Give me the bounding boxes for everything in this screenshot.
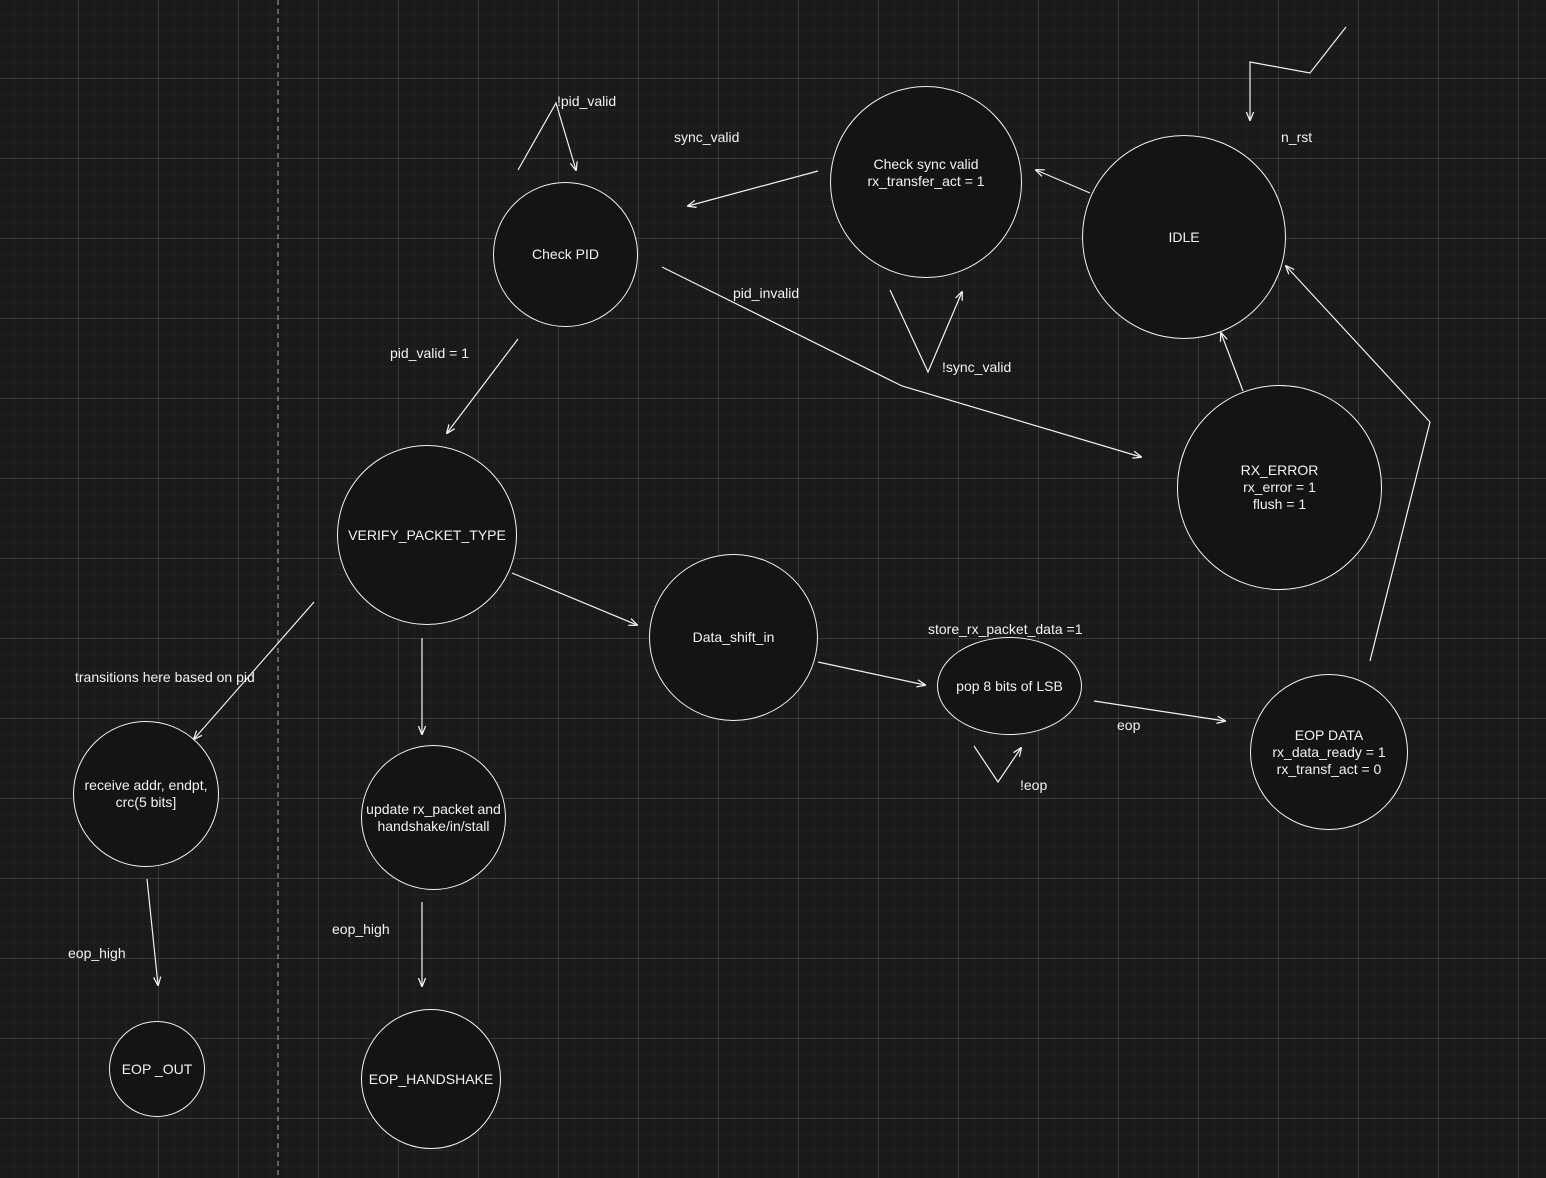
state-rx-error[interactable]: RX_ERROR rx_error = 1 flush = 1 <box>1177 385 1382 590</box>
label-not-sync-valid: !sync_valid <box>942 359 1012 375</box>
label-eop-high-mid: eop_high <box>332 921 390 937</box>
state-idle[interactable]: IDLE <box>1082 135 1286 339</box>
label-sync-valid: sync_valid <box>674 129 740 145</box>
label-not-eop: !eop <box>1020 777 1048 793</box>
label-eop-high-left: eop_high <box>68 945 126 961</box>
edge-not-sync-valid-loop <box>889 290 962 374</box>
edge-check-sync-to-check-pid <box>688 170 819 206</box>
edge-eop-data-to-idle <box>1286 266 1431 662</box>
edge-check-pid-to-verify <box>447 338 519 433</box>
label-eop: eop <box>1117 717 1141 733</box>
state-check-sync-valid[interactable]: Check sync valid rx_transfer_act = 1 <box>830 86 1022 278</box>
edge-verify-to-receive-addr <box>194 601 315 739</box>
edge-idle-to-check-sync <box>1036 170 1091 194</box>
label-transitions-note: transitions here based on pid <box>75 669 255 685</box>
edge-receive-addr-to-eop-out <box>146 878 158 985</box>
label-pid-valid: pid_valid = 1 <box>390 345 470 361</box>
label-not-pid-valid: !pid_valid <box>557 93 617 109</box>
state-receive-addr[interactable]: receive addr, endpt, crc(5 bits] <box>73 721 219 867</box>
state-pop-8-bits[interactable]: pop 8 bits of LSB <box>937 637 1082 735</box>
label-store-rx-packet-data: store_rx_packet_data =1 <box>928 621 1083 637</box>
state-update-rx-packet[interactable]: update rx_packet and handshake/in/stall <box>361 745 506 890</box>
edge-not-pid-valid-loop <box>517 101 576 170</box>
state-data-shift-in[interactable]: Data_shift_in <box>649 554 818 721</box>
edge-reset-to-idle <box>1250 26 1347 120</box>
state-eop-handshake[interactable]: EOP_HANDSHAKE <box>361 1009 501 1149</box>
state-eop-out[interactable]: EOP _OUT <box>109 1021 205 1117</box>
label-pid-invalid: pid_invalid <box>733 285 800 301</box>
label-n-rst: n_rst <box>1281 129 1313 145</box>
edge-pop-to-eop-data <box>1093 700 1225 721</box>
state-verify-packet-type[interactable]: VERIFY_PACKET_TYPE <box>337 445 517 625</box>
state-eop-data[interactable]: EOP DATA rx_data_ready = 1 rx_transf_act… <box>1250 674 1408 830</box>
edge-rx-error-to-idle <box>1221 333 1244 392</box>
state-check-pid[interactable]: Check PID <box>493 182 638 327</box>
edge-not-eop-loop <box>973 745 1021 784</box>
edge-check-pid-to-rx-error <box>661 266 1141 457</box>
edge-verify-to-data-shift <box>511 572 637 625</box>
edge-data-shift-to-pop <box>817 661 925 685</box>
